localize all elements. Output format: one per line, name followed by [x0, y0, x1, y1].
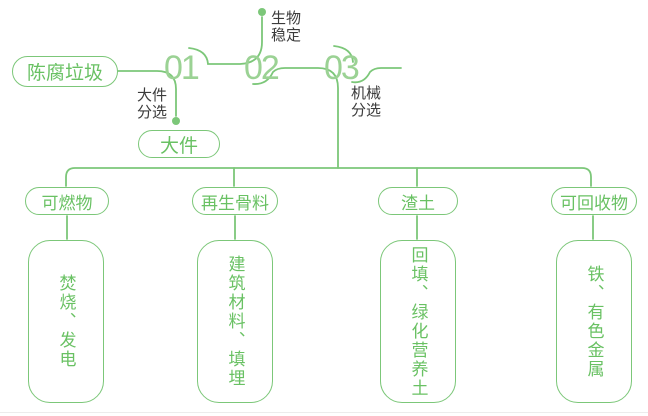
label-mechanical-sorting: 机械分选: [351, 85, 382, 119]
line-step02-to-step03: [252, 67, 339, 169]
step-03-text: 03: [324, 49, 360, 87]
result-box-incineration: 焚烧、发电: [28, 240, 104, 403]
step-number-01: 01: [164, 49, 200, 87]
result-box-backfill: 回填、绿化营养土: [380, 240, 456, 403]
result-box-metals: 铁、有色金属: [556, 240, 632, 403]
source-node-aged-refuse: 陈腐垃圾: [12, 56, 118, 87]
bulky-items-node: 大件: [138, 130, 220, 158]
page-edge-line: [0, 412, 648, 413]
bio-stabilization-dot: [258, 8, 266, 16]
arc-over-step03: [333, 45, 354, 63]
category-label: 可回收物: [560, 193, 628, 213]
bulky-drop-dot: [172, 117, 180, 125]
label-biological-stabilization: 生物稳定: [271, 10, 302, 44]
line-source-to-step01: [117, 70, 177, 117]
category-node-slag-soil: 渣土: [378, 187, 458, 215]
category-label: 再生骨料: [201, 193, 269, 213]
label-bulky-sorting: 大件分选: [137, 87, 168, 121]
step-01-text: 01: [164, 49, 200, 87]
result-text: 建筑材料、填埋: [225, 255, 245, 388]
line-step01-to-step02: [188, 16, 263, 65]
category-label: 渣土: [401, 193, 435, 213]
source-label: 陈腐垃圾: [26, 63, 103, 84]
bulky-items-label: 大件: [159, 135, 198, 157]
result-text: 铁、有色金属: [584, 264, 604, 379]
category-label: 可燃物: [41, 193, 93, 213]
result-text: 回填、绿化营养土: [408, 245, 428, 398]
step-number-02: 02: [244, 49, 280, 87]
step-number-03: 03: [324, 49, 360, 87]
category-node-recycled-aggregate: 再生骨料: [192, 187, 278, 215]
line-step03-outgoing: [351, 67, 402, 84]
step-02-text: 02: [244, 49, 280, 87]
category-node-combustibles: 可燃物: [25, 187, 109, 215]
category-node-recyclables: 可回收物: [551, 187, 637, 215]
result-box-building-materials: 建筑材料、填埋: [197, 240, 273, 403]
result-text: 焚烧、发电: [56, 274, 76, 369]
distribution-bar: [65, 167, 592, 187]
